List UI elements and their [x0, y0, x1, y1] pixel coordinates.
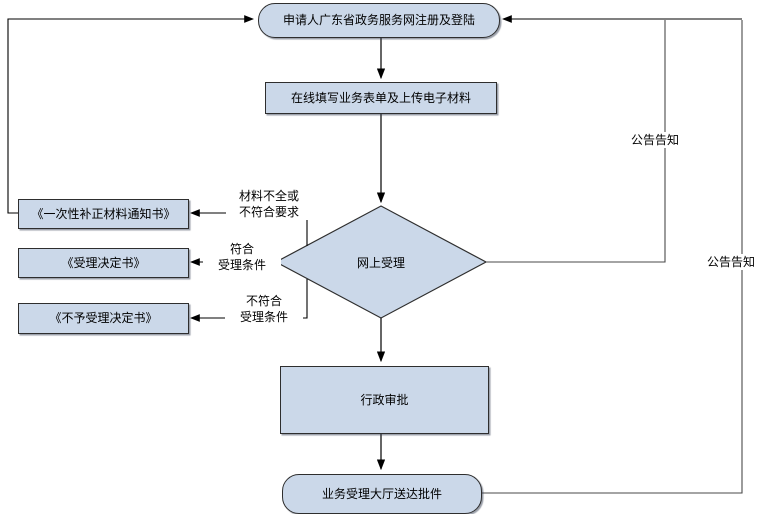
- edge-label-notice-inner: 公告告知: [623, 132, 687, 148]
- edge-label-incomplete-line1: 材料不全或: [238, 189, 299, 203]
- node-fill-form-label: 在线填写业务表单及上传电子材料: [290, 90, 471, 105]
- edge-label-not-meet-line2: 受理条件: [239, 310, 288, 324]
- edge-label-notice-inner-text: 公告告知: [630, 133, 679, 147]
- node-online-accept-label: 网上受理: [356, 255, 405, 270]
- node-reject-decision-label: 《不予受理决定书》: [49, 311, 158, 325]
- edge-label-notice-outer-text: 公告告知: [706, 255, 755, 269]
- node-accept-decision: 《受理决定书》: [18, 248, 189, 278]
- edge-label-incomplete: 材料不全或 不符合要求: [226, 188, 312, 220]
- edge-notice-loop-to-start: [7, 15, 255, 214]
- node-admin-approval-label: 行政审批: [360, 392, 409, 407]
- node-accept-decision-label: 《受理决定书》: [61, 255, 146, 270]
- edge-label-meet: 符合 受理条件: [203, 241, 281, 273]
- node-start-label: 申请人广东省政务服务网注册及登陆: [282, 13, 475, 27]
- edge-label-notice-outer: 公告告知: [694, 254, 768, 270]
- edge-decision-announce-line: [486, 20, 666, 263]
- edge-delivery-announce-line: [480, 20, 743, 494]
- node-delivery-label: 业务受理大厅送达批件: [321, 486, 442, 501]
- edge-label-not-meet: 不符合 受理条件: [225, 293, 303, 325]
- node-online-accept: 网上受理: [296, 248, 466, 276]
- node-reject-decision: 《不予受理决定书》: [18, 303, 189, 334]
- edge-label-meet-line2: 受理条件: [217, 258, 266, 272]
- node-fill-form: 在线填写业务表单及上传电子材料: [265, 82, 497, 114]
- edge-label-meet-line1: 符合: [229, 242, 254, 256]
- edge-label-not-meet-line1: 不符合: [245, 294, 282, 308]
- edge-label-incomplete-line2: 不符合要求: [238, 205, 299, 219]
- node-delivery: 业务受理大厅送达批件: [282, 474, 482, 514]
- node-notice-supplement-label: 《一次性补正材料通知书》: [31, 206, 176, 221]
- node-start: 申请人广东省政务服务网注册及登陆: [258, 3, 500, 38]
- node-notice-supplement: 《一次性补正材料通知书》: [18, 199, 189, 229]
- node-admin-approval: 行政审批: [280, 366, 489, 434]
